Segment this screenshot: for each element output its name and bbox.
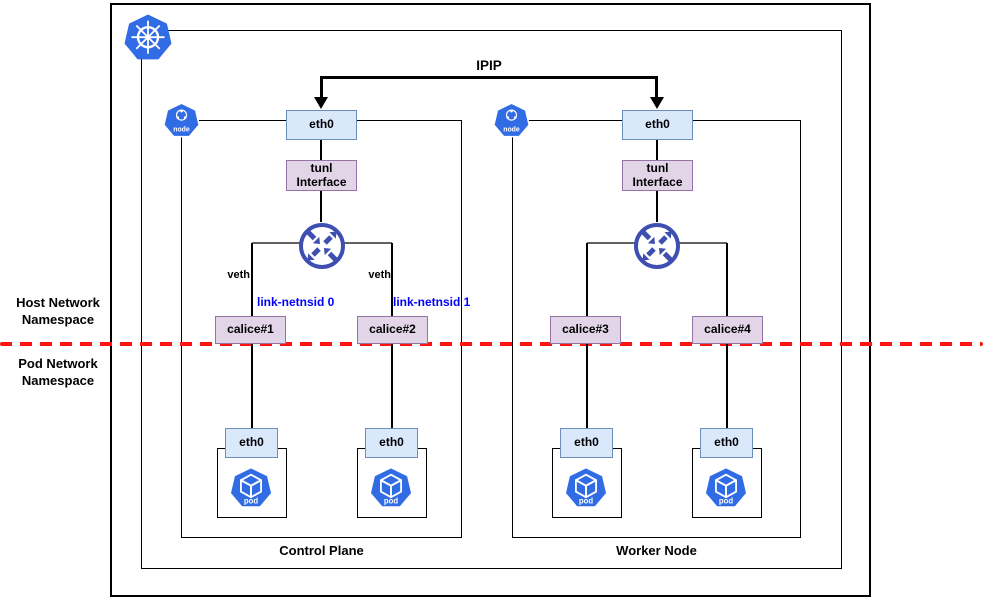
cp-tunl-interface-box: tunl Interface bbox=[286, 160, 357, 191]
cp-tunl-line1: tunl bbox=[310, 160, 333, 175]
wn-pod4-eth0-box: eth0 bbox=[700, 428, 753, 458]
cp-calice2-pod-link bbox=[391, 344, 393, 428]
cluster-boundary bbox=[141, 30, 842, 569]
cp-calice1-pod-link bbox=[251, 344, 253, 428]
cp-eth0-tunl-link bbox=[320, 140, 322, 161]
wn-router-icon bbox=[634, 223, 680, 269]
wn-tunl-line1: tunl bbox=[646, 160, 669, 175]
wn-pod4-icon-label: pod bbox=[719, 497, 734, 506]
wn-eth0-tunl-link bbox=[656, 140, 658, 161]
cp-pod2-icon-label: pod bbox=[384, 497, 399, 506]
kubernetes-logo-icon bbox=[124, 14, 172, 60]
cp-link-netnsid-label-left: link-netnsid 0 bbox=[257, 295, 335, 309]
cp-branch-calice2-link bbox=[391, 243, 393, 316]
wn-node-icon-label: node bbox=[503, 126, 520, 133]
ipip-line bbox=[320, 76, 658, 79]
cp-pod2-eth0-label: eth0 bbox=[379, 435, 404, 450]
wn-tunl-router-link bbox=[656, 191, 658, 222]
host-namespace-label: Host Network Namespace bbox=[0, 295, 116, 329]
pod-namespace-label: Pod Network Namespace bbox=[0, 356, 116, 390]
wn-node-icon: node bbox=[493, 102, 530, 138]
cp-veth-label-left: veth bbox=[227, 269, 250, 281]
wn-pod3-eth0-box: eth0 bbox=[560, 428, 613, 458]
wn-calice3-label: calice#3 bbox=[562, 322, 609, 337]
cp-tunl-router-link bbox=[320, 191, 322, 222]
wn-pod3-icon: pod bbox=[564, 466, 608, 509]
wn-calice3-box: calice#3 bbox=[550, 316, 621, 344]
cp-host-eth0-box: eth0 bbox=[286, 110, 357, 140]
wn-pod4-icon: pod bbox=[704, 466, 748, 509]
ipip-stub-left bbox=[320, 76, 323, 98]
cp-calice1-box: calice#1 bbox=[215, 316, 286, 344]
cp-pod1-icon-label: pod bbox=[244, 497, 259, 506]
pod-namespace-line1: Pod Network bbox=[18, 356, 98, 371]
ipip-arrowhead-right bbox=[650, 97, 664, 109]
pod-namespace-line2: Namespace bbox=[21, 372, 95, 388]
cp-host-eth0-label: eth0 bbox=[309, 117, 334, 132]
cp-node-icon: node bbox=[163, 102, 200, 138]
wn-pod4-eth0-label: eth0 bbox=[714, 435, 739, 450]
wn-branch-calice3-link bbox=[586, 243, 588, 316]
wn-pod3-eth0-label: eth0 bbox=[574, 435, 599, 450]
wn-tunl-interface-box: tunl Interface bbox=[622, 160, 693, 191]
cp-link-netnsid-label-right: link-netnsid 1 bbox=[393, 295, 471, 309]
cp-branch-calice1-link bbox=[251, 243, 253, 316]
ipip-arrowhead-left bbox=[314, 97, 328, 109]
namespace-divider-line bbox=[0, 342, 983, 346]
cp-veth-label-right: veth bbox=[368, 269, 391, 281]
outer-boundary bbox=[110, 3, 871, 597]
cp-pod1-eth0-label: eth0 bbox=[239, 435, 264, 450]
cp-pod2-eth0-box: eth0 bbox=[365, 428, 418, 458]
host-namespace-line2: Namespace bbox=[21, 311, 95, 327]
wn-calice4-pod-link bbox=[726, 344, 728, 428]
wn-calice4-box: calice#4 bbox=[692, 316, 763, 344]
cp-calice1-label: calice#1 bbox=[227, 322, 274, 337]
cp-calice2-label: calice#2 bbox=[369, 322, 416, 337]
wn-host-eth0-label: eth0 bbox=[645, 117, 670, 132]
cp-router-icon bbox=[299, 223, 345, 269]
wn-pod3-icon-label: pod bbox=[579, 497, 594, 506]
wn-tunl-line2: Interface bbox=[632, 174, 683, 189]
cp-pod1-eth0-box: eth0 bbox=[225, 428, 278, 458]
cp-pod2-icon: pod bbox=[369, 466, 413, 509]
ipip-stub-right bbox=[655, 76, 658, 98]
wn-calice3-pod-link bbox=[586, 344, 588, 428]
control-plane-title: Control Plane bbox=[279, 543, 364, 558]
wn-host-eth0-box: eth0 bbox=[622, 110, 693, 140]
cp-node-icon-label: node bbox=[173, 126, 190, 133]
cp-calice2-box: calice#2 bbox=[357, 316, 428, 344]
cp-pod1-icon: pod bbox=[229, 466, 273, 509]
wn-branch-calice4-link bbox=[726, 243, 728, 316]
cp-tunl-line2: Interface bbox=[296, 174, 347, 189]
host-namespace-line1: Host Network bbox=[16, 295, 100, 310]
worker-node-title: Worker Node bbox=[616, 543, 697, 558]
ipip-label: IPIP bbox=[476, 58, 502, 73]
wn-calice4-label: calice#4 bbox=[704, 322, 751, 337]
